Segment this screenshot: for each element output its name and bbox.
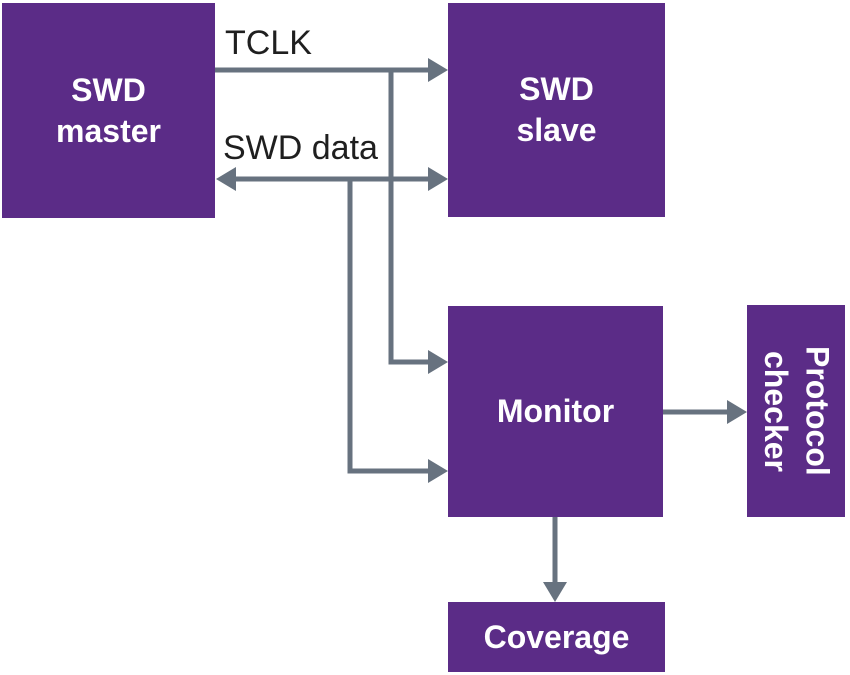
- swd-data-monitor-branch-wire: [347, 179, 430, 474]
- node-swd-master: SWD master: [2, 3, 215, 218]
- monitor-protocol-arrowhead: [727, 400, 747, 424]
- swd-slave-label-line2: slave: [516, 112, 597, 148]
- node-protocol-checker: Protocol checker: [747, 305, 845, 517]
- tclk-arrowhead: [428, 58, 448, 82]
- swd-data-signal-label: SWD data: [223, 129, 378, 167]
- swd-data-monitor-arrowhead: [428, 459, 448, 483]
- tclk-monitor-arrowhead: [428, 350, 448, 374]
- swd-slave-label-line1: SWD: [519, 71, 594, 108]
- protocol-checker-label-line2: checker: [758, 350, 794, 472]
- protocol-checker-label-line1: Protocol: [799, 346, 836, 476]
- tclk-monitor-branch-wire: [388, 70, 430, 365]
- swd-master-label-line2: master: [56, 112, 161, 149]
- node-monitor: Monitor: [448, 306, 663, 517]
- swd-master-label-line1: SWD: [71, 71, 146, 108]
- monitor-coverage-arrowhead: [543, 582, 567, 602]
- node-coverage: Coverage: [448, 602, 665, 672]
- swd-data-right-arrowhead: [428, 167, 448, 191]
- monitor-label: Monitor: [496, 393, 615, 430]
- protocol-checker-vertical-text: Protocol checker: [754, 346, 837, 476]
- swd-data-left-arrowhead: [216, 167, 236, 191]
- node-swd-slave: SWD slave: [448, 3, 665, 217]
- tclk-signal-label: TCLK: [225, 24, 312, 62]
- coverage-label: Coverage: [483, 618, 630, 655]
